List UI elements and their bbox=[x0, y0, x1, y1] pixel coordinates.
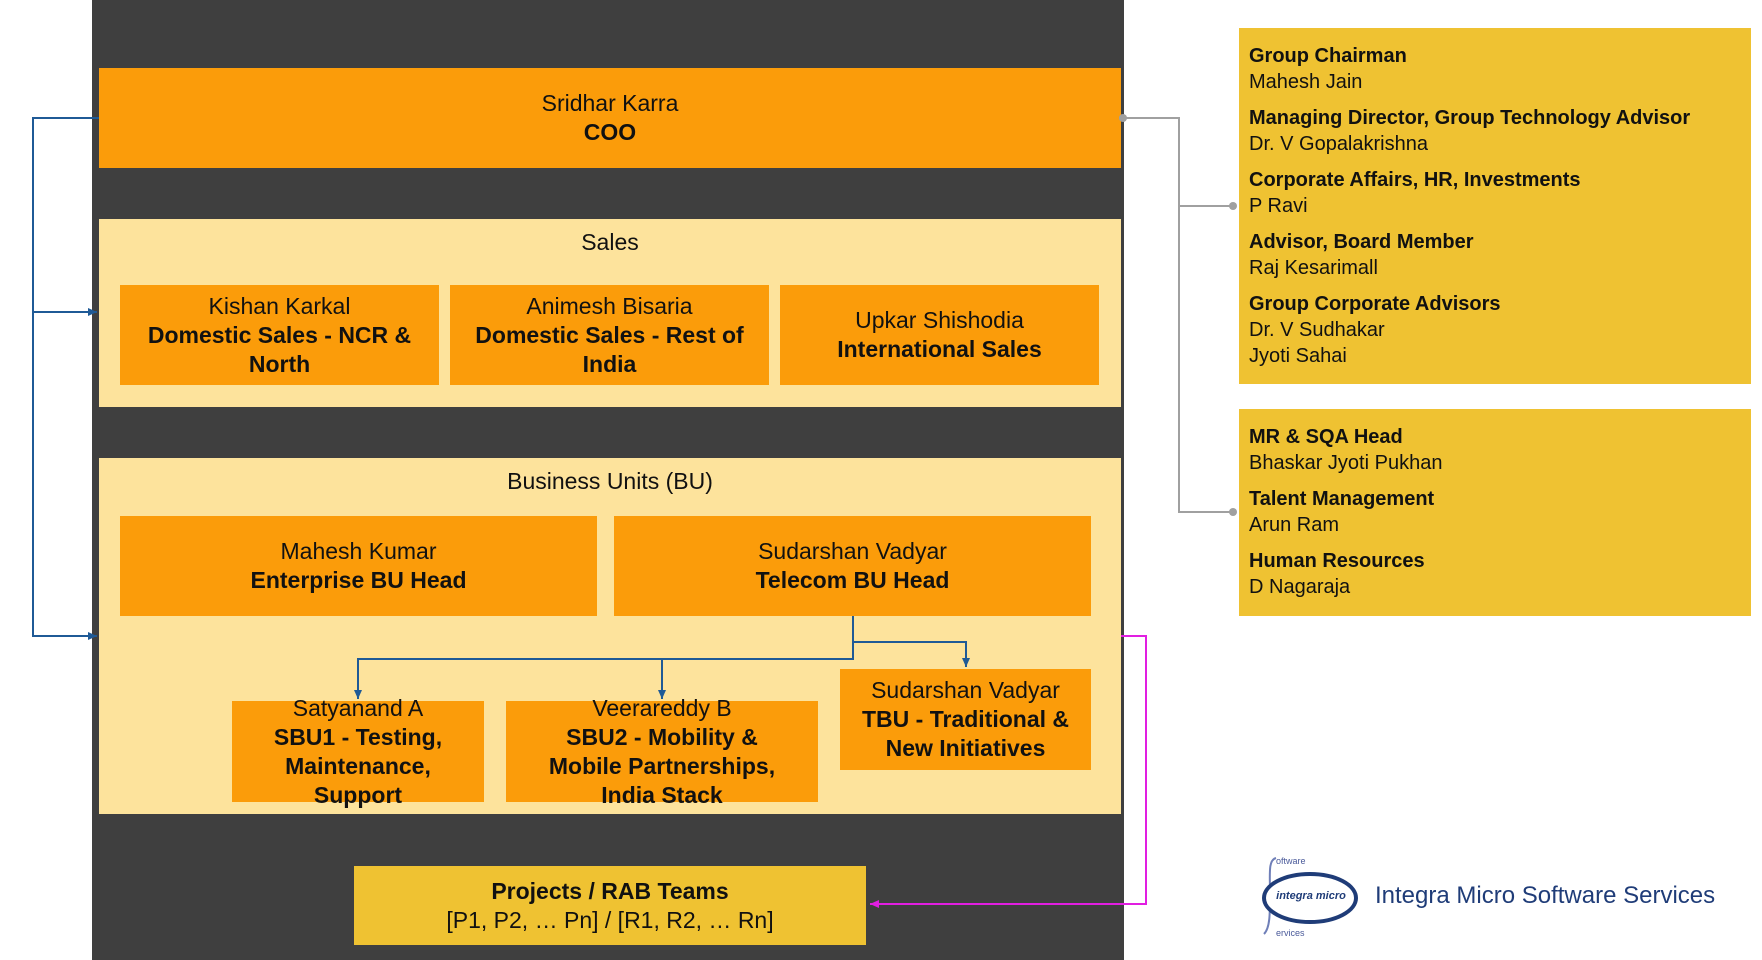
coo-title: COO bbox=[583, 119, 637, 145]
support-entry: Talent Management Arun Ram bbox=[1249, 486, 1741, 538]
role-holder: Raj Kesarimall bbox=[1249, 257, 1378, 279]
role-holder: Dr. V Sudhakar bbox=[1249, 319, 1385, 341]
member-name: Sudarshan Vadyar bbox=[871, 677, 1060, 703]
bu-to-projects-connector bbox=[870, 635, 1147, 908]
coo-to-bu-connector bbox=[32, 312, 97, 640]
sub-unit-card: Sudarshan Vadyar TBU - Traditional & New… bbox=[840, 669, 1091, 770]
business-units-heading: Business Units (BU) bbox=[507, 468, 713, 494]
sales-member-card: Upkar Shishodia International Sales bbox=[780, 285, 1099, 385]
role-title: Group Chairman bbox=[1249, 45, 1407, 67]
role-holder: Dr. V Gopalakrishna bbox=[1249, 133, 1428, 155]
role-holder: Mahesh Jain bbox=[1249, 71, 1363, 93]
role-holder: Jyoti Sahai bbox=[1249, 345, 1347, 367]
integra-micro-logo: oftware integra micro ervices bbox=[1258, 854, 1358, 940]
member-name: Kishan Karkal bbox=[208, 292, 351, 319]
projects-title: Projects / RAB Teams bbox=[491, 877, 729, 904]
board-entry: Group Chairman Mahesh Jain bbox=[1249, 43, 1741, 95]
member-name: Animesh Bisaria bbox=[526, 292, 693, 319]
sales-member-card: Animesh Bisaria Domestic Sales - Rest of… bbox=[450, 285, 769, 385]
support-entry: MR & SQA Head Bhaskar Jyoti Pukhan bbox=[1249, 424, 1741, 476]
member-title: TBU - Traditional & New Initiatives bbox=[862, 706, 1069, 761]
role-title: Corporate Affairs, HR, Investments bbox=[1249, 169, 1581, 191]
coo-to-sales-connector bbox=[32, 117, 99, 316]
company-name: Integra Micro Software Services bbox=[1375, 882, 1716, 909]
coo-to-support-connector bbox=[1178, 206, 1233, 513]
member-title: SBU2 - Mobility & Mobile Partnerships, I… bbox=[548, 723, 776, 808]
logo-bottom-text: ervices bbox=[1276, 928, 1305, 938]
role-title: Advisor, Board Member bbox=[1249, 231, 1474, 253]
board-entry: Managing Director, Group Technology Advi… bbox=[1249, 105, 1741, 157]
sales-heading: Sales bbox=[581, 229, 639, 255]
sales-member-card: Kishan Karkal Domestic Sales - NCR & Nor… bbox=[120, 285, 439, 385]
telecom-to-sbu1-connector bbox=[354, 616, 854, 699]
sub-unit-card: Veerareddy B SBU2 - Mobility & Mobile Pa… bbox=[506, 695, 818, 808]
coo-name: Sridhar Karra bbox=[541, 90, 679, 116]
logo-main-text: integra micro bbox=[1276, 890, 1346, 902]
member-title: Enterprise BU Head bbox=[250, 567, 467, 593]
board-entry: Group Corporate Advisors Dr. V Sudhakar … bbox=[1249, 291, 1741, 369]
member-title: International Sales bbox=[837, 336, 1042, 362]
member-title: Domestic Sales - NCR & North bbox=[147, 321, 412, 377]
role-title: MR & SQA Head bbox=[1249, 426, 1403, 448]
logo-top-text: oftware bbox=[1276, 856, 1306, 866]
member-name: Upkar Shishodia bbox=[855, 307, 1024, 333]
projects-box: Projects / RAB Teams [P1, P2, … Pn] / [R… bbox=[354, 866, 866, 945]
bu-head-card: Mahesh Kumar Enterprise BU Head bbox=[120, 516, 597, 616]
support-entry: Human Resources D Nagaraja bbox=[1249, 548, 1741, 600]
board-entry: Corporate Affairs, HR, Investments P Rav… bbox=[1249, 167, 1741, 219]
member-title: Telecom BU Head bbox=[755, 567, 950, 593]
sub-unit-card: Satyanand A SBU1 - Testing, Maintenance,… bbox=[232, 695, 484, 808]
role-title: Human Resources bbox=[1249, 550, 1425, 572]
board-panel: Group Chairman Mahesh Jain Managing Dire… bbox=[1239, 28, 1751, 384]
coo-to-board-connector bbox=[1123, 117, 1233, 207]
projects-subtitle: [P1, P2, … Pn] / [R1, R2, … Rn] bbox=[446, 906, 774, 933]
role-title: Managing Director, Group Technology Advi… bbox=[1249, 107, 1691, 129]
role-holder: P Ravi bbox=[1249, 195, 1308, 217]
member-name: Mahesh Kumar bbox=[280, 538, 437, 564]
member-title: Domestic Sales - Rest of India bbox=[475, 321, 744, 377]
role-title: Talent Management bbox=[1249, 488, 1435, 510]
role-holder: D Nagaraja bbox=[1249, 576, 1351, 598]
board-entry: Advisor, Board Member Raj Kesarimall bbox=[1249, 229, 1741, 281]
member-name: Sudarshan Vadyar bbox=[758, 538, 947, 564]
logo-graphic bbox=[1262, 857, 1358, 935]
support-panel: MR & SQA Head Bhaskar Jyoti Pukhan Talen… bbox=[1239, 409, 1751, 616]
telecom-to-tbu-connector bbox=[853, 641, 970, 667]
role-holder: Arun Ram bbox=[1249, 514, 1340, 536]
member-title: SBU1 - Testing, Maintenance, Support bbox=[273, 723, 443, 808]
role-holder: Bhaskar Jyoti Pukhan bbox=[1249, 452, 1443, 474]
bu-head-card: Sudarshan Vadyar Telecom BU Head bbox=[614, 516, 1091, 616]
coo-box: Sridhar Karra COO bbox=[99, 68, 1121, 168]
role-title: Group Corporate Advisors bbox=[1249, 293, 1501, 315]
